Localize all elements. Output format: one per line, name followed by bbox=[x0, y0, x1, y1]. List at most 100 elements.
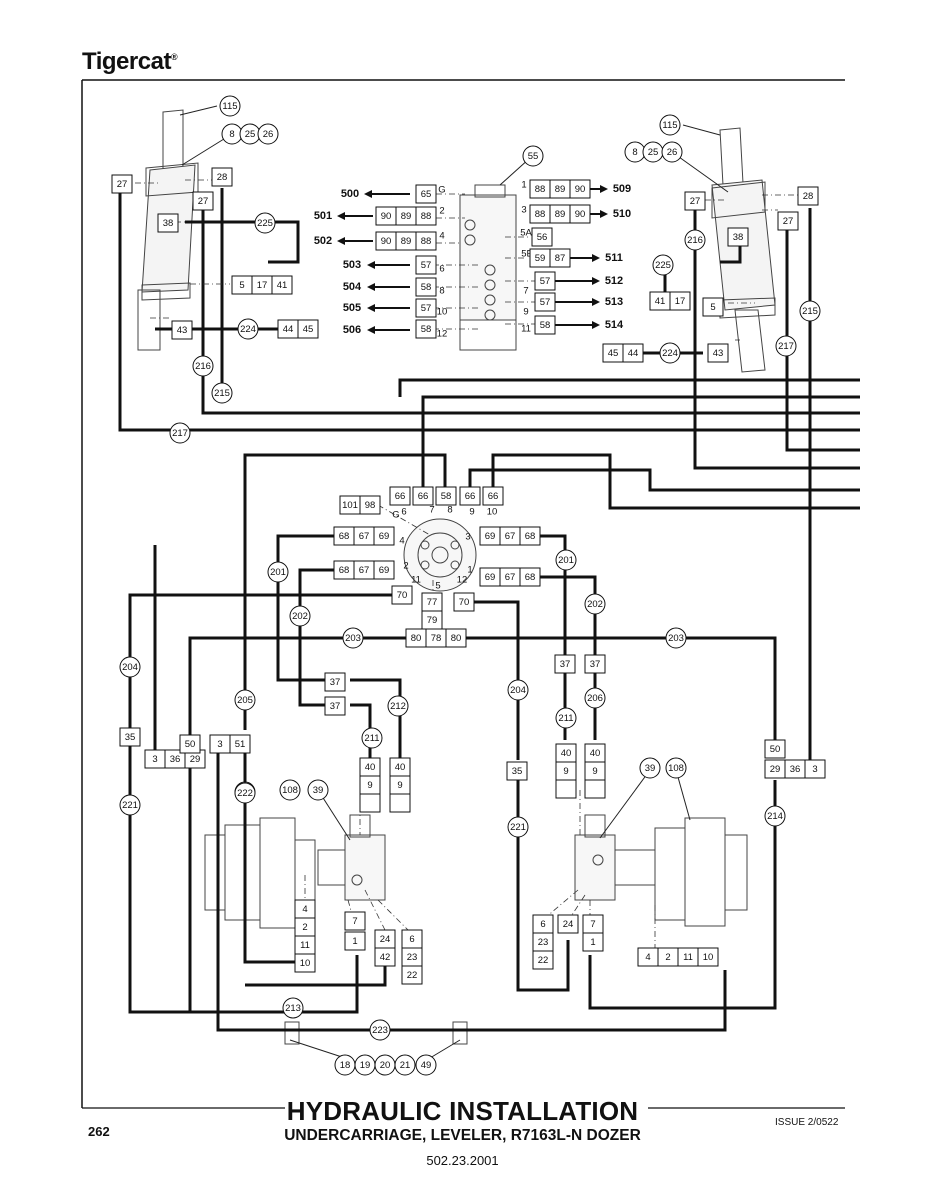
callout-211: 211 bbox=[555, 707, 577, 729]
document-number: 502.23.2001 bbox=[426, 1153, 499, 1168]
part-box-58: 58 bbox=[435, 486, 457, 506]
svg-text:205: 205 bbox=[237, 695, 253, 706]
svg-text:217: 217 bbox=[778, 341, 794, 352]
part-box-2: 2 bbox=[657, 947, 679, 967]
svg-text:1: 1 bbox=[590, 937, 595, 948]
part-box-40: 40 bbox=[389, 757, 411, 777]
part-box-87: 87 bbox=[549, 248, 571, 268]
svg-text:214: 214 bbox=[767, 811, 783, 822]
svg-text:11: 11 bbox=[683, 952, 693, 963]
part-box-4: 4 bbox=[637, 947, 659, 967]
swivel-manifold bbox=[403, 518, 477, 592]
tigercat-logo: Tigercat® bbox=[82, 48, 178, 75]
part-box-6: 6 bbox=[401, 929, 423, 949]
svg-text:69: 69 bbox=[485, 572, 496, 583]
svg-text:78: 78 bbox=[431, 633, 442, 644]
part-box-35: 35 bbox=[119, 727, 141, 747]
svg-text:2: 2 bbox=[302, 922, 307, 933]
svg-text:24: 24 bbox=[380, 934, 391, 945]
svg-text:65: 65 bbox=[421, 189, 432, 200]
svg-text:2: 2 bbox=[439, 206, 444, 217]
svg-text:88: 88 bbox=[535, 184, 546, 195]
svg-text:79: 79 bbox=[427, 615, 438, 626]
svg-text:10: 10 bbox=[437, 307, 448, 318]
svg-text:66: 66 bbox=[465, 491, 476, 502]
part-box-17: 17 bbox=[251, 275, 273, 295]
svg-text:87: 87 bbox=[555, 253, 566, 264]
svg-text:51: 51 bbox=[235, 739, 246, 750]
svg-text:11: 11 bbox=[300, 940, 310, 951]
part-box-36: 36 bbox=[784, 759, 806, 779]
right-cylinder bbox=[711, 127, 776, 373]
svg-text:8: 8 bbox=[447, 505, 452, 516]
svg-text:89: 89 bbox=[555, 209, 566, 220]
callout-205: 205 bbox=[234, 689, 256, 711]
left-port-arrows bbox=[337, 190, 410, 334]
callout-108: 108 bbox=[279, 779, 301, 801]
callout-225: 225 bbox=[254, 212, 276, 234]
part-box-70: 70 bbox=[453, 592, 475, 612]
svg-text:3: 3 bbox=[217, 739, 222, 750]
svg-text:68: 68 bbox=[339, 531, 350, 542]
svg-text:67: 67 bbox=[505, 572, 516, 583]
svg-text:38: 38 bbox=[163, 218, 174, 229]
svg-text:35: 35 bbox=[512, 766, 523, 777]
part-box-45: 45 bbox=[602, 343, 624, 363]
part-box-69: 69 bbox=[479, 567, 501, 587]
part-box-10: 10 bbox=[697, 947, 719, 967]
svg-text:108: 108 bbox=[668, 763, 684, 774]
part-box-67: 67 bbox=[499, 526, 521, 546]
callout-202: 202 bbox=[289, 605, 311, 627]
svg-text:2: 2 bbox=[665, 952, 670, 963]
page-frame bbox=[81, 79, 845, 1109]
callout-225: 225 bbox=[652, 254, 674, 276]
svg-text:98: 98 bbox=[365, 500, 376, 511]
part-box-8 bbox=[555, 779, 577, 799]
port-503: 503 bbox=[343, 259, 361, 271]
svg-text:215: 215 bbox=[214, 388, 230, 399]
part-box-98: 98 bbox=[359, 495, 381, 515]
callout-224: 224 bbox=[659, 342, 681, 364]
part-box-40: 40 bbox=[359, 757, 381, 777]
svg-text:88: 88 bbox=[535, 209, 546, 220]
svg-text:6: 6 bbox=[401, 507, 406, 518]
part-box-43: 43 bbox=[707, 343, 729, 363]
callout-20: 20 bbox=[374, 1054, 396, 1076]
part-box-4: 4 bbox=[294, 899, 316, 919]
part-box-5: 5 bbox=[702, 297, 724, 317]
svg-text:89: 89 bbox=[401, 211, 412, 222]
svg-text:36: 36 bbox=[170, 754, 181, 765]
svg-text:115: 115 bbox=[662, 120, 677, 131]
part-box-66: 66 bbox=[412, 486, 434, 506]
callout-222: 222 bbox=[234, 782, 256, 804]
svg-text:1: 1 bbox=[352, 936, 357, 947]
callout-108: 108 bbox=[665, 757, 687, 779]
svg-text:66: 66 bbox=[418, 491, 429, 502]
part-box-10: 10 bbox=[294, 953, 316, 973]
part-box-59: 59 bbox=[529, 248, 551, 268]
part-box-7: 7 bbox=[344, 911, 366, 931]
svg-text:50: 50 bbox=[185, 739, 196, 750]
part-box-57: 57 bbox=[415, 298, 437, 318]
port-502: 502 bbox=[314, 235, 332, 247]
callout-213: 213 bbox=[282, 997, 304, 1019]
svg-text:26: 26 bbox=[667, 147, 678, 158]
control-valve-block bbox=[459, 184, 517, 351]
svg-text:20: 20 bbox=[380, 1060, 391, 1071]
part-box-67: 67 bbox=[353, 560, 375, 580]
part-box-28: 28 bbox=[797, 186, 819, 206]
svg-text:8: 8 bbox=[229, 129, 234, 140]
callout-55: 55 bbox=[522, 145, 544, 167]
svg-text:221: 221 bbox=[510, 822, 526, 833]
svg-text:23: 23 bbox=[407, 952, 418, 963]
page-title: HYDRAULIC INSTALLATION bbox=[286, 1096, 639, 1126]
svg-text:217: 217 bbox=[172, 428, 188, 439]
svg-text:201: 201 bbox=[558, 555, 574, 566]
svg-text:3: 3 bbox=[465, 532, 470, 543]
port-514: 514 bbox=[605, 319, 624, 331]
part-box-58: 58 bbox=[415, 319, 437, 339]
part-box-41: 41 bbox=[649, 291, 671, 311]
svg-text:68: 68 bbox=[525, 572, 536, 583]
callout-221: 221 bbox=[119, 794, 141, 816]
part-box-43: 43 bbox=[171, 320, 193, 340]
